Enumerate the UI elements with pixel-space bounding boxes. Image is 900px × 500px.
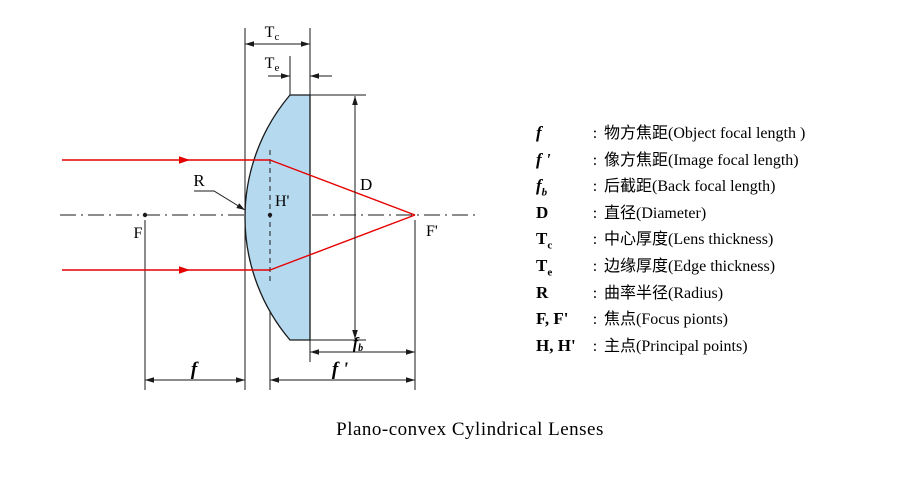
radius-leader-line [194,190,246,211]
legend-colon: : [592,337,598,355]
focus-fprime-label: F' [426,223,438,240]
legend-row-fprime: f ' : 像方焦距(Image focal length) [536,146,805,173]
legend-symbol: Tc [536,229,553,252]
legend-desc: 物方焦距(Object focal length ) [604,125,806,142]
fb-arrow-right-icon [406,349,415,355]
upper-ray-arrow-icon [179,156,190,164]
focus-f-point [142,212,148,218]
fprime-arrow-right-icon [406,377,415,383]
legend-colon: : [592,151,598,169]
lower-ray-arrow-icon [179,266,190,274]
legend-row-principal-points: H, H' : 主点(Principal points) [536,332,805,359]
legend-row-te: Te : 边缘厚度(Edge thickness) [536,252,805,279]
diagram-caption: Plano-convex Cylindrical Lenses [336,419,604,440]
legend-desc: 焦点(Focus pionts) [604,311,729,329]
legend-row-tc: Tc : 中心厚度(Lens thickness) [536,225,805,252]
fprime-dimension-label: f ' [332,359,348,380]
legend-desc: 边缘厚度(Edge thickness) [604,257,776,275]
dimension-arrowheads [142,41,415,383]
radius-arrow-icon [236,203,245,210]
fprime-arrow-left-icon [270,377,279,383]
legend-colon: : [592,231,598,249]
lens-shape [244,94,311,341]
legend-symbol: f [536,123,542,142]
legend-colon: : [592,125,598,142]
radius-label: R [193,171,205,190]
f-arrow-right-icon [236,377,245,383]
tc-label: Tc [265,24,280,43]
legend-symbol: f ' [536,149,551,169]
legend-colon: : [592,257,598,275]
diameter-label: D [360,175,372,194]
legend-desc: 中心厚度(Lens thickness) [604,231,774,249]
legend-desc: 曲率半径(Radius) [604,284,724,302]
f-dimension-label: f [191,359,199,380]
legend-symbol: fb [536,176,548,199]
legend-row-diameter: D : 直径(Diameter) [536,199,805,226]
legend-desc: 主点(Principal points) [604,337,748,355]
te-arrow-right-icon [310,73,319,79]
diameter-arrow-bottom-icon [352,330,358,339]
legend: f : 物方焦距(Object focal length ) f ' : 像方焦… [536,119,805,358]
lower-refracted-ray [269,214,416,271]
ray-arrowheads [179,156,190,274]
principal-point-label: H' [275,193,290,210]
upper-refracted-ray [269,159,416,216]
legend-row-fb: fb : 后截距(Back focal length) [536,172,805,199]
legend-symbol: F, F' [536,309,569,329]
te-arrow-left-icon [281,73,290,79]
legend-row-focus-points: F, F' : 焦点(Focus pionts) [536,305,805,332]
legend-colon: : [592,204,598,222]
te-label: Te [265,55,280,74]
legend-symbol: D [536,202,549,222]
legend-desc: 后截距(Back focal length) [604,178,776,196]
legend-row-radius: R : 曲率半径(Radius) [536,279,805,306]
legend-colon: : [592,311,598,329]
f-arrow-left-icon [145,377,154,383]
legend-symbol: H, H' [536,335,576,355]
legend-symbol: Te [536,255,553,279]
legend-desc: 直径(Diameter) [604,204,707,222]
fb-arrow-left-icon [310,349,319,355]
legend-symbol: R [536,282,549,302]
focus-f-label: F [134,225,143,242]
principal-point-dot [267,212,273,218]
fb-dimension-label: fb [353,335,363,354]
tc-arrow-right-icon [301,41,310,47]
legend-colon: : [592,178,598,196]
legend-colon: : [592,284,598,302]
legend-desc: 像方焦距(Image focal length) [604,151,799,169]
light-rays [62,159,416,271]
tc-arrow-left-icon [245,41,254,47]
diameter-arrow-top-icon [352,96,358,105]
legend-row-f: f : 物方焦距(Object focal length ) [536,119,805,146]
